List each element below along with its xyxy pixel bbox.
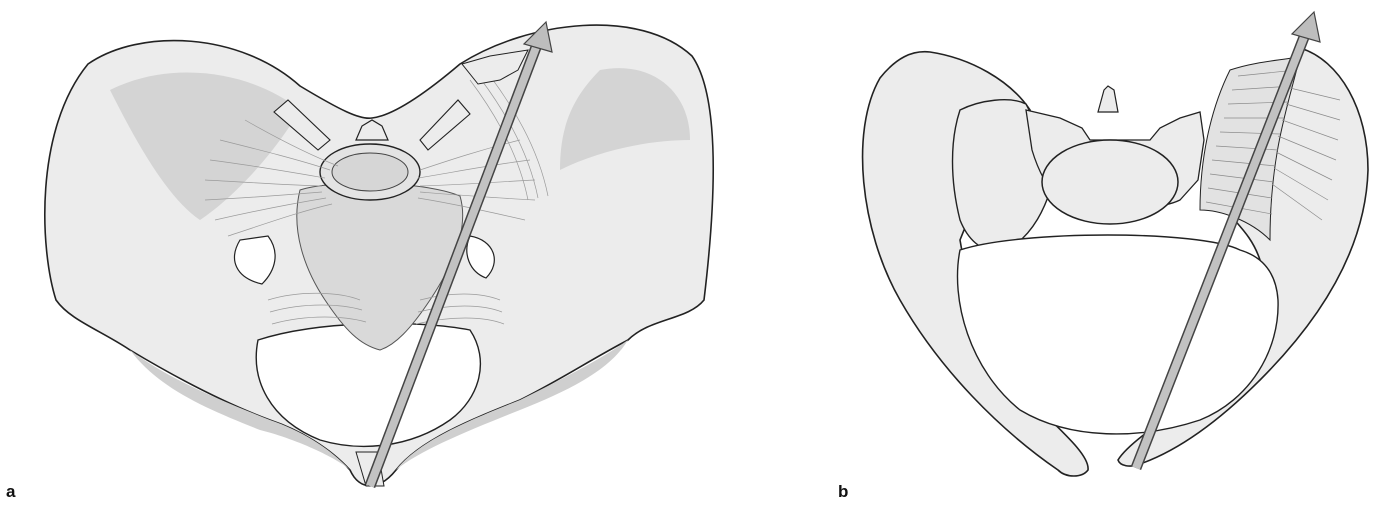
panel-a: a [0,0,720,508]
pelvis-ligaments-illustration [0,0,720,508]
vertebral-body-b [1042,140,1178,224]
panel-label-a: a [6,482,15,502]
panel-label-b: b [838,482,848,502]
panel-b: b [820,0,1378,508]
spinous-process-b [1098,86,1118,112]
pelvis-schematic-illustration [820,0,1378,508]
